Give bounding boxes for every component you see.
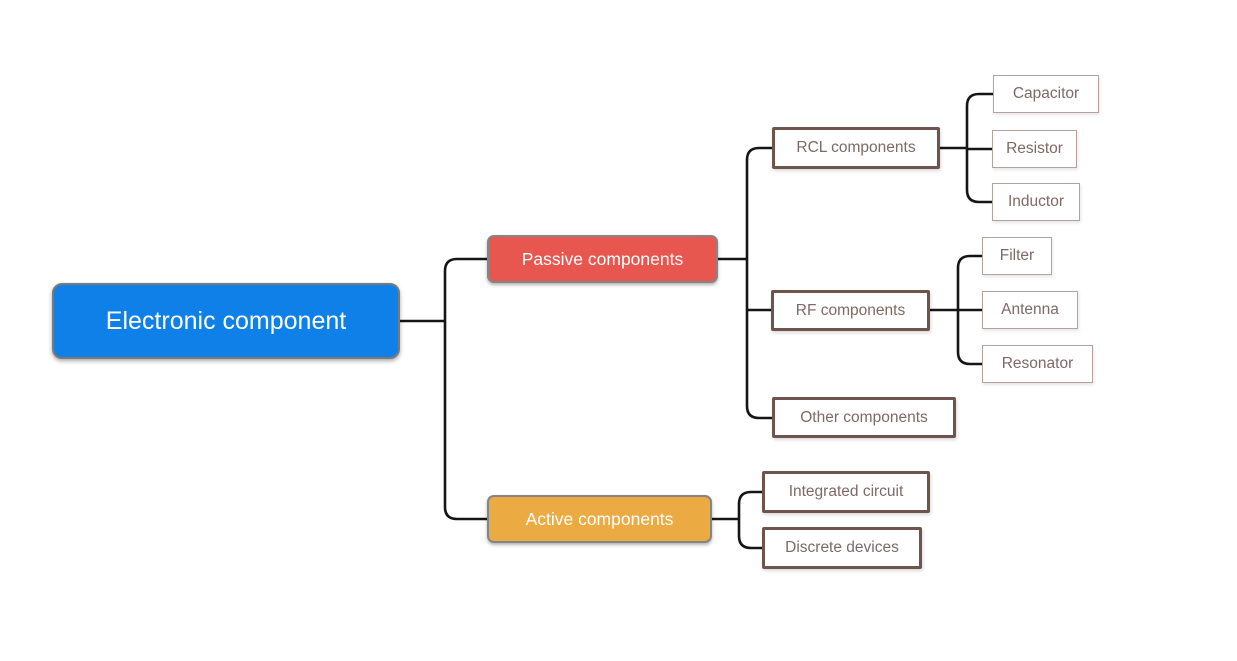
node-rf-components[interactable]: RF components [771, 290, 930, 331]
connector-root-trunk [443, 257, 487, 521]
node-active-components[interactable]: Active components [487, 495, 712, 543]
node-inductor[interactable]: Inductor [992, 183, 1080, 221]
node-passive-components[interactable]: Passive components [487, 235, 718, 283]
node-antenna[interactable]: Antenna [982, 291, 1078, 329]
connector-active-trunk [737, 490, 762, 550]
node-rcl-components[interactable]: RCL components [772, 127, 940, 169]
node-filter[interactable]: Filter [982, 237, 1052, 275]
node-electronic-component[interactable]: Electronic component [52, 283, 400, 359]
node-other-components[interactable]: Other components [772, 397, 956, 438]
node-resonator[interactable]: Resonator [982, 345, 1093, 383]
node-integrated-circuit[interactable]: Integrated circuit [762, 471, 930, 513]
node-capacitor[interactable]: Capacitor [993, 75, 1099, 113]
node-resistor[interactable]: Resistor [992, 130, 1077, 168]
node-discrete-devices[interactable]: Discrete devices [762, 527, 922, 569]
connector-passive-trunk [745, 146, 772, 420]
